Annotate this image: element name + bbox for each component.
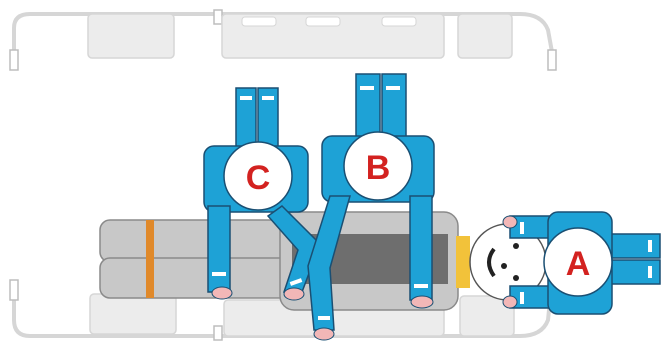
leg-strap: [146, 220, 154, 298]
stretcher-handle-right-top: [547, 49, 557, 71]
stretcher-icon: [9, 9, 557, 341]
rescuer-a: A: [502, 211, 661, 315]
person-label-a: A: [566, 245, 591, 283]
stretcher-handle-left-top: [9, 49, 19, 71]
rescuer-b: B: [307, 73, 435, 341]
rescuer-c: C: [203, 87, 321, 301]
stretcher-handle-left-bottom: [9, 279, 19, 301]
person-label-b: B: [366, 149, 391, 187]
person-label-c: C: [246, 159, 271, 197]
face-icon: [487, 243, 519, 281]
